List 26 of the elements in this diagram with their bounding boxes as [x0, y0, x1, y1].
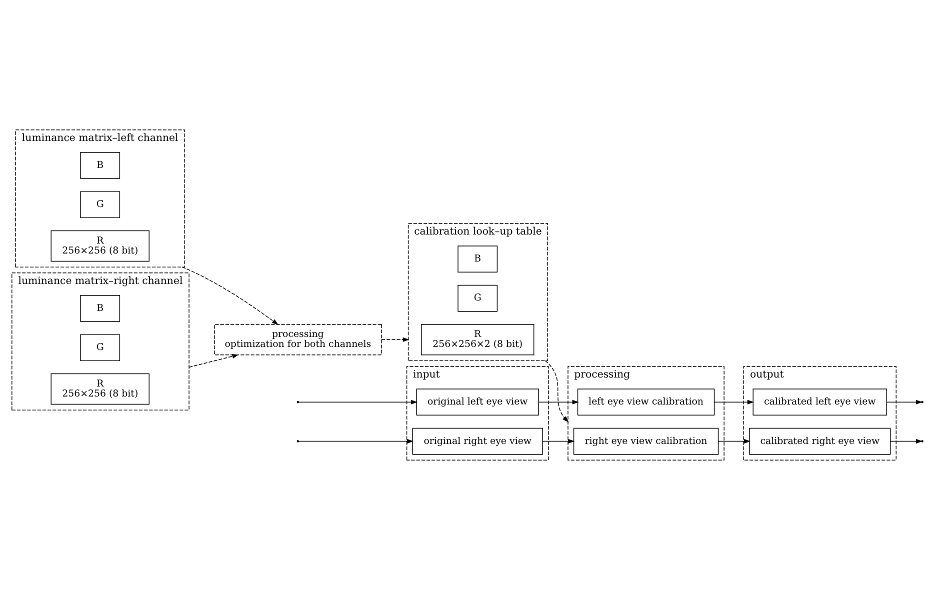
- arrow: [542, 438, 574, 444]
- node-box: R 256×256×2 (8 bit): [420, 324, 534, 356]
- node-box: B: [457, 246, 498, 272]
- arrow: [188, 354, 238, 368]
- node-box: original left eye view: [416, 388, 538, 416]
- node-box: G: [457, 284, 498, 312]
- arrow: [538, 400, 578, 404]
- node-box: calibrated left eye view: [752, 388, 887, 416]
- node-box: original right eye view: [412, 428, 542, 455]
- arrow: [298, 400, 417, 404]
- arrow: [298, 438, 414, 444]
- arrow: [714, 400, 754, 404]
- arrow: [544, 360, 568, 422]
- node-box: right eye view calibration: [572, 428, 718, 455]
- node-box: R 256×256 (8 bit): [50, 373, 149, 405]
- node-box: calibrated right eye view: [748, 428, 890, 455]
- node-box: G: [80, 334, 120, 362]
- arrow: [380, 337, 409, 342]
- node-box: processing optimization for both channels: [214, 324, 382, 356]
- node-box: B: [80, 295, 120, 322]
- arrow: [181, 266, 278, 325]
- node-box: B: [80, 152, 120, 179]
- node-box: G: [80, 191, 120, 218]
- node-box: R 256×256 (8 bit): [50, 230, 149, 262]
- node-box: left eye view calibration: [576, 388, 714, 416]
- arrow: [718, 438, 750, 444]
